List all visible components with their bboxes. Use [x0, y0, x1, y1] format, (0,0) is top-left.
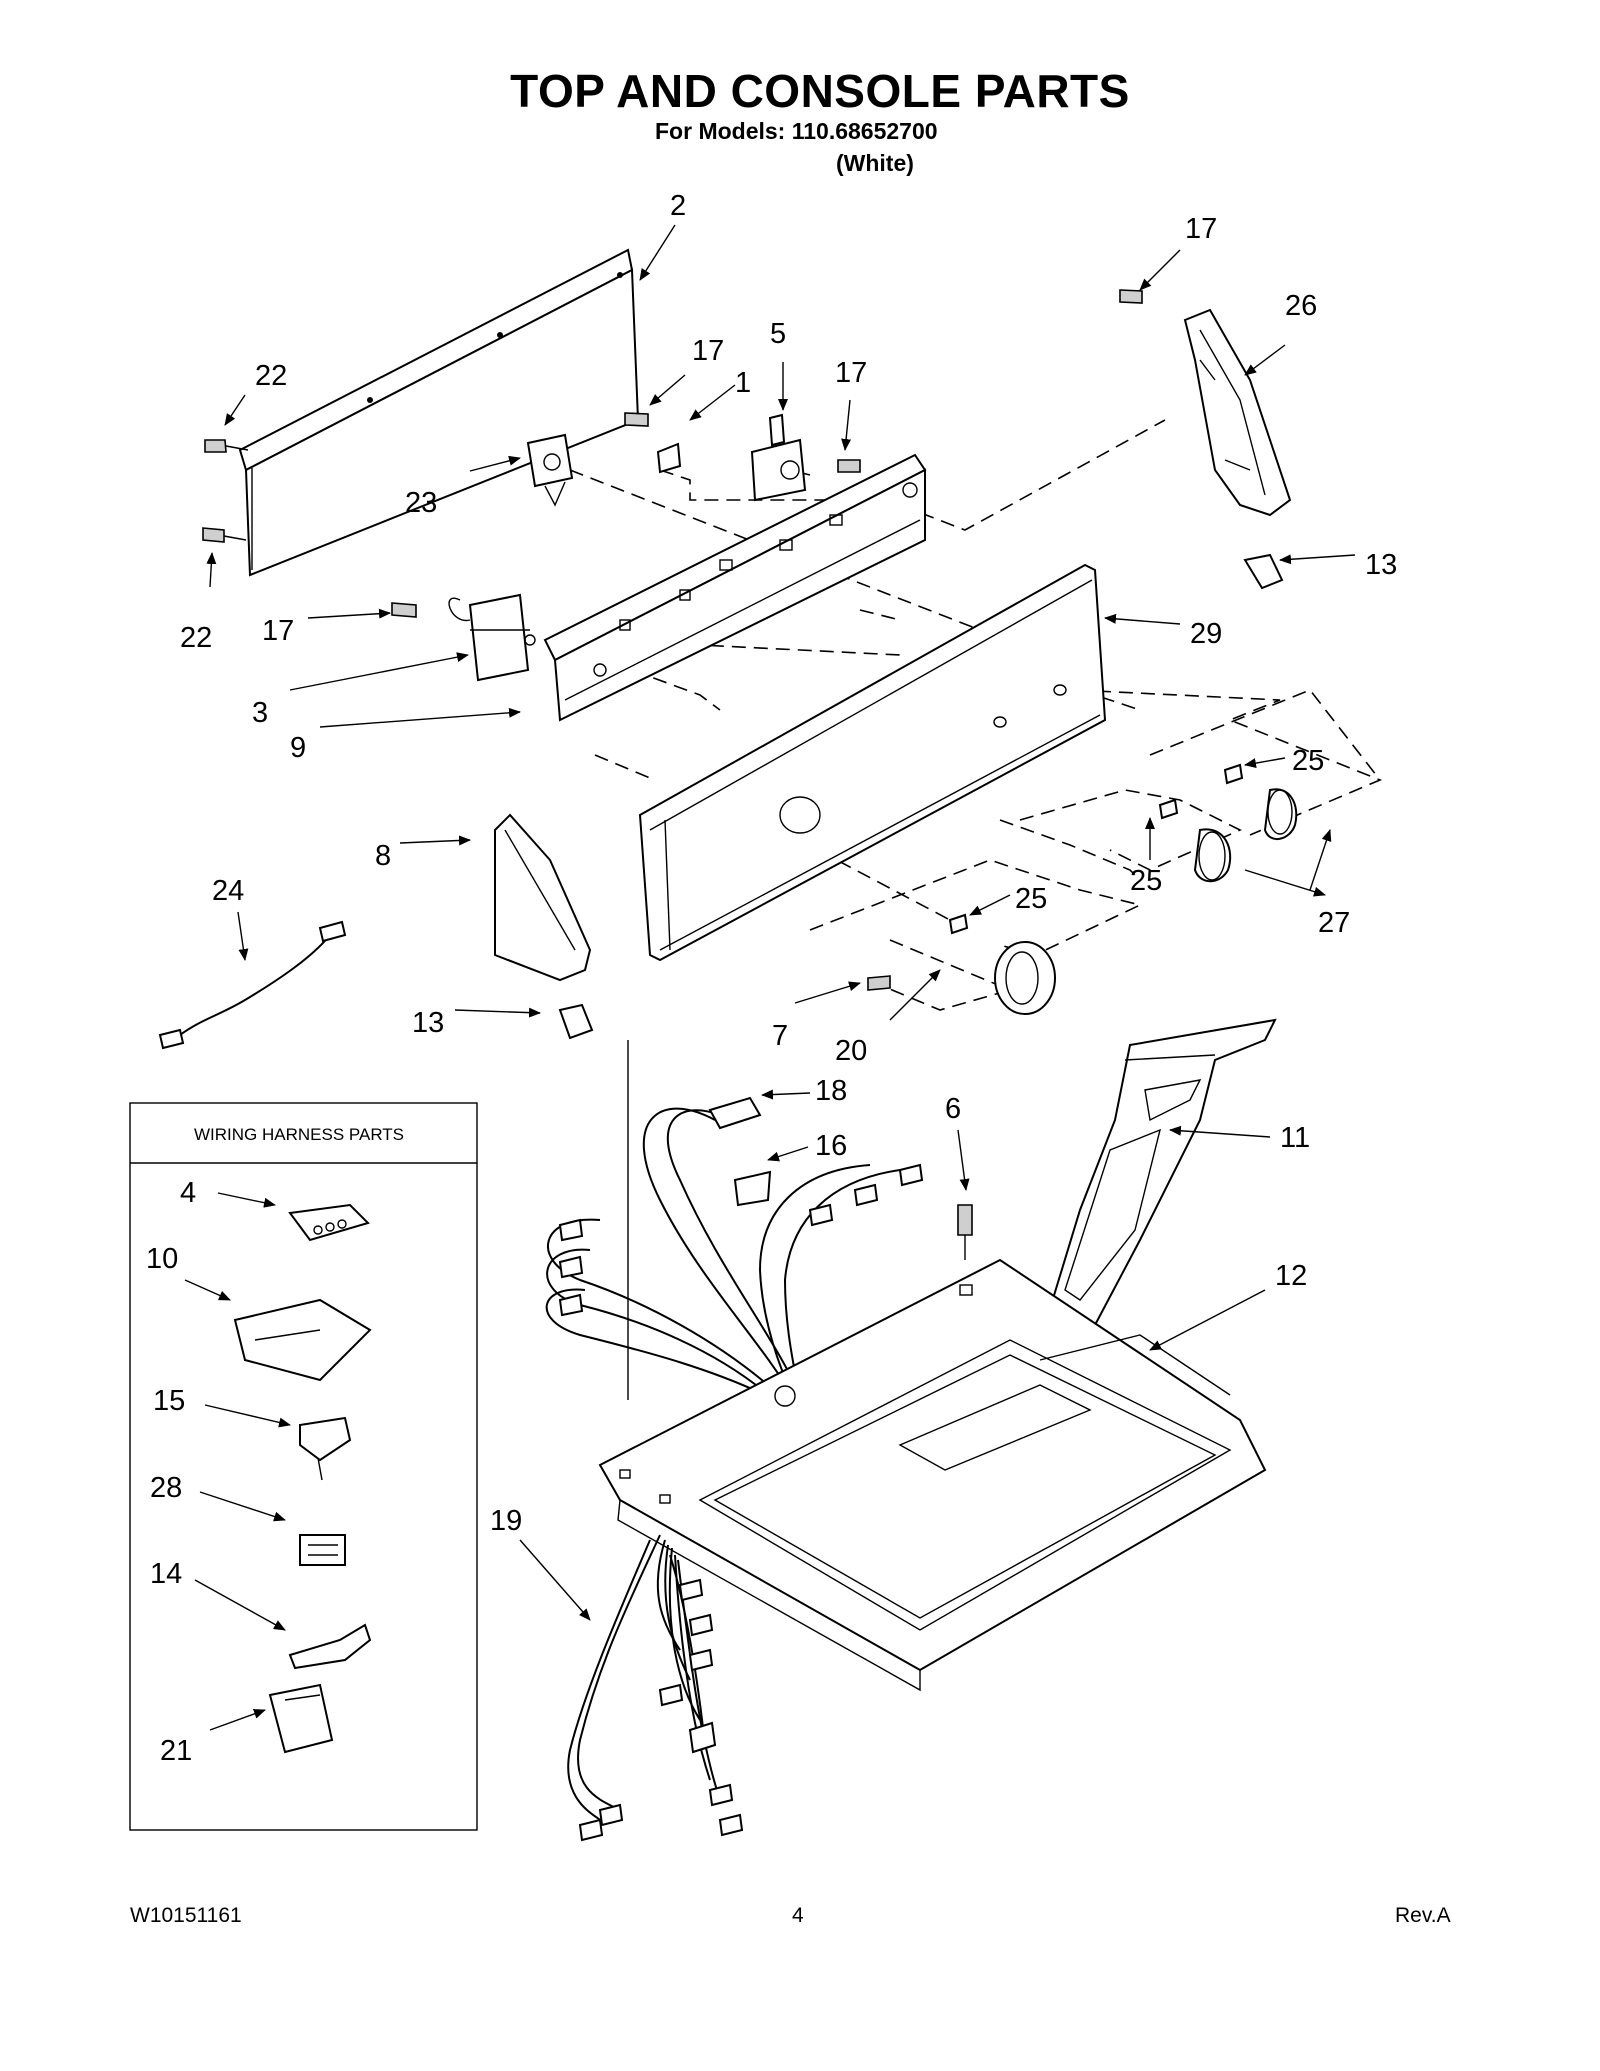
callout-4: 4	[180, 1177, 196, 1209]
wire-harness-upper	[545, 1040, 924, 1406]
callout-9: 9	[290, 732, 306, 764]
callout-15: 15	[153, 1385, 185, 1417]
callout-25-upper: 25	[1292, 745, 1324, 777]
end-cap-right	[1183, 308, 1292, 517]
callout-labels: 2 22 22 23 17 1 5 17 17 26 13 29 17 3 9 …	[146, 190, 1397, 1767]
callout-25-middle: 25	[1130, 865, 1162, 897]
callout-29: 29	[1190, 618, 1222, 650]
knob-insert-c	[948, 913, 969, 935]
screw-7	[867, 975, 891, 991]
clip-13-left	[558, 1003, 594, 1040]
screw-17-c	[1119, 289, 1143, 304]
harness-part-4	[288, 1203, 370, 1242]
knob-upper	[1263, 788, 1298, 840]
screw-17-d	[391, 602, 417, 618]
harness-part-14	[288, 1623, 372, 1670]
callout-22-upper: 22	[255, 360, 287, 392]
callout-22-lower: 22	[180, 622, 212, 654]
document-number: W10151161	[130, 1904, 242, 1927]
callout-12: 12	[1275, 1260, 1307, 1292]
timer-5	[750, 413, 807, 502]
console-front-panel	[638, 563, 1107, 962]
clip-1	[656, 442, 682, 474]
callout-1: 1	[735, 367, 751, 399]
callout-5: 5	[770, 318, 786, 350]
knob-insert-a	[1223, 763, 1244, 785]
screw-17-b	[837, 459, 861, 473]
screw-22-lower	[202, 527, 247, 543]
wiring-harness-box	[129, 1102, 478, 1831]
harness-part-21	[268, 1683, 334, 1754]
dryer-top-panel	[598, 1258, 1267, 1692]
callout-3: 3	[252, 697, 268, 729]
page-number: 4	[792, 1904, 804, 1927]
callout-25-lower: 25	[1015, 883, 1047, 915]
harness-part-15	[299, 1416, 352, 1481]
callout-17-left: 17	[262, 615, 294, 647]
callout-23: 23	[405, 487, 437, 519]
callout-13-right: 13	[1365, 549, 1397, 581]
switch-3	[448, 593, 536, 682]
screw-17-a	[624, 412, 649, 427]
knob-lower	[994, 941, 1056, 1015]
callout-27: 27	[1318, 907, 1350, 939]
callout-18: 18	[815, 1075, 847, 1107]
callout-26: 26	[1285, 290, 1317, 322]
end-cap-left	[494, 813, 592, 982]
cable-24	[158, 920, 347, 1050]
screw-22-upper	[204, 439, 249, 453]
callout-17-mid: 17	[835, 357, 867, 389]
control-bracket	[543, 453, 927, 722]
screw-6	[957, 1204, 973, 1260]
callout-14: 14	[150, 1558, 182, 1590]
harness-box-title: WIRING HARNESS PARTS	[194, 1125, 404, 1144]
callout-20: 20	[835, 1035, 867, 1067]
callout-2: 2	[670, 190, 686, 222]
callout-6: 6	[945, 1093, 961, 1125]
knob-middle	[1193, 828, 1232, 883]
callout-13-left: 13	[412, 1007, 444, 1039]
callout-11: 11	[1280, 1122, 1310, 1154]
page-title: TOP AND CONSOLE PARTS	[510, 65, 1130, 117]
callout-21: 21	[160, 1735, 192, 1767]
revision-label: Rev.A	[1395, 1904, 1451, 1927]
harness-part-10	[233, 1298, 372, 1382]
callout-10: 10	[146, 1243, 178, 1275]
lint-duct	[1043, 1018, 1277, 1326]
callout-24: 24	[212, 875, 244, 907]
callout-leaders	[184, 224, 1356, 1731]
callout-19: 19	[490, 1505, 522, 1537]
wire-harness-lower	[567, 1534, 744, 1842]
switch-23	[526, 433, 574, 507]
callout-16: 16	[815, 1130, 847, 1162]
callout-7: 7	[772, 1020, 788, 1052]
callout-17-right: 17	[1185, 213, 1217, 245]
color-variant: (White)	[836, 150, 914, 176]
model-line: For Models: 110.68652700	[655, 118, 938, 144]
callout-17-top: 17	[692, 335, 724, 367]
clip-13-right	[1243, 553, 1284, 590]
knob-insert-b	[1158, 798, 1179, 820]
callout-8: 8	[375, 840, 391, 872]
callout-28: 28	[150, 1472, 182, 1504]
rear-console-panel	[238, 248, 640, 577]
harness-part-28	[299, 1534, 346, 1566]
